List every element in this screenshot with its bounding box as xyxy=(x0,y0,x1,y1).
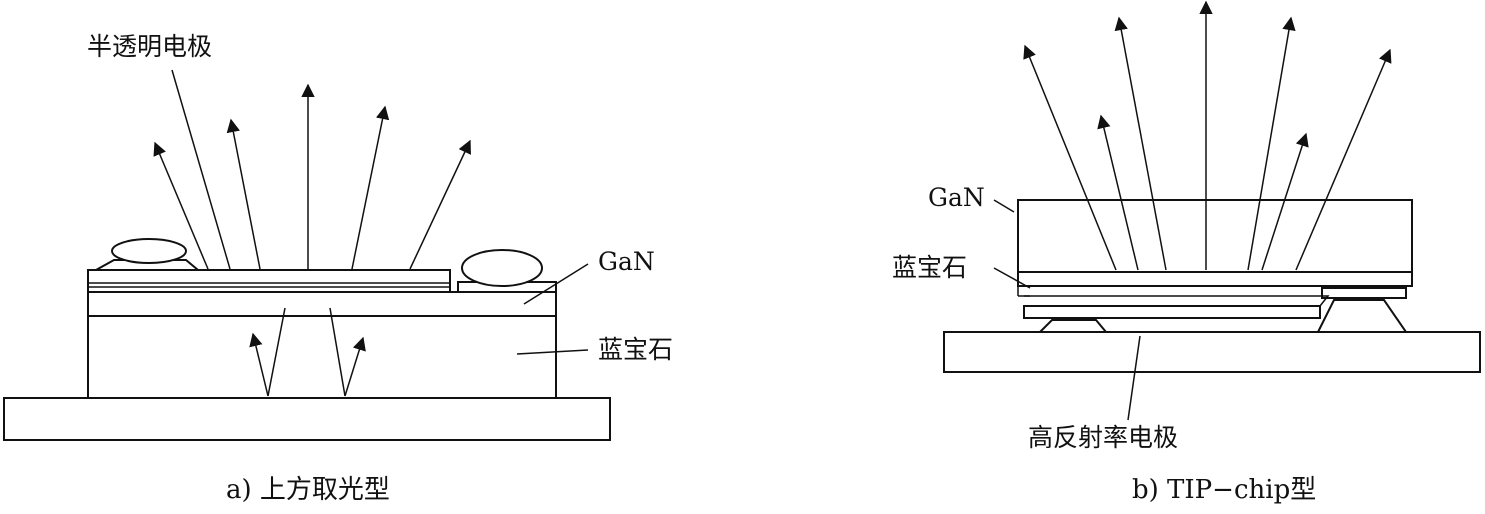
panel-a-gan-layer xyxy=(87,291,557,317)
panel-a-reflection-path xyxy=(329,307,346,397)
panel-b-light-arrow xyxy=(1023,44,1117,271)
panel-a-light-arrow xyxy=(153,141,209,270)
panel-a-sapphire-layer xyxy=(87,315,557,399)
panel-a-top-layer xyxy=(87,269,451,293)
panel-b-gan-label: GaN xyxy=(928,183,985,212)
panel-a: 半透明电极 GaN 蓝宝石 a) 上方取光型 xyxy=(3,32,673,505)
panel-b-gan-leader xyxy=(993,199,1015,213)
panel-b-light-arrow xyxy=(1261,132,1309,271)
panel-b-light-arrow xyxy=(1114,16,1167,271)
panel-b-gan-layer xyxy=(1017,199,1413,273)
panel-a-electrode-leader xyxy=(171,69,231,270)
panel-a-gan-leader xyxy=(523,263,589,305)
panel-b-caption: b) TIP−chip型 xyxy=(1132,475,1316,505)
panel-b-light-arrow xyxy=(1295,48,1392,271)
panel-b-light-arrow xyxy=(1097,114,1139,271)
panel-a-left-ball xyxy=(111,238,187,264)
panel-b: GaN 蓝宝石 高反射率电极 b) TIP−chip型 xyxy=(892,0,1481,505)
panel-b-light-arrow xyxy=(1247,16,1296,271)
panel-a-gan-label: GaN xyxy=(598,247,655,276)
panel-b-substrate xyxy=(943,331,1481,373)
panel-b-sapphire-leader xyxy=(993,267,1031,289)
panel-a-right-ball xyxy=(461,249,543,287)
panel-a-light-arrow xyxy=(226,118,261,270)
panel-b-sapphire-label: 蓝宝石 xyxy=(892,253,967,282)
panel-a-electrode-label: 半透明电极 xyxy=(87,32,212,61)
panel-b-electrode-label: 高反射率电极 xyxy=(1028,423,1178,452)
panel-a-reflection-path xyxy=(267,307,286,397)
panel-a-left-bond-pad xyxy=(92,259,201,271)
panel-b-left-bump xyxy=(1037,319,1109,333)
panel-b-sapphire-layer xyxy=(1017,271,1413,287)
panel-a-caption: a) 上方取光型 xyxy=(226,475,390,505)
panel-b-electrode-leader xyxy=(1127,335,1141,421)
panel-a-sapphire-leader xyxy=(516,349,589,355)
panel-a-sapphire-label: 蓝宝石 xyxy=(598,335,673,364)
panel-a-light-arrow xyxy=(409,139,471,270)
panel-b-electrode-layer xyxy=(1023,305,1321,319)
panel-a-substrate xyxy=(3,397,611,441)
panel-a-light-arrow xyxy=(351,105,390,270)
panel-b-right-bump xyxy=(1316,299,1408,333)
